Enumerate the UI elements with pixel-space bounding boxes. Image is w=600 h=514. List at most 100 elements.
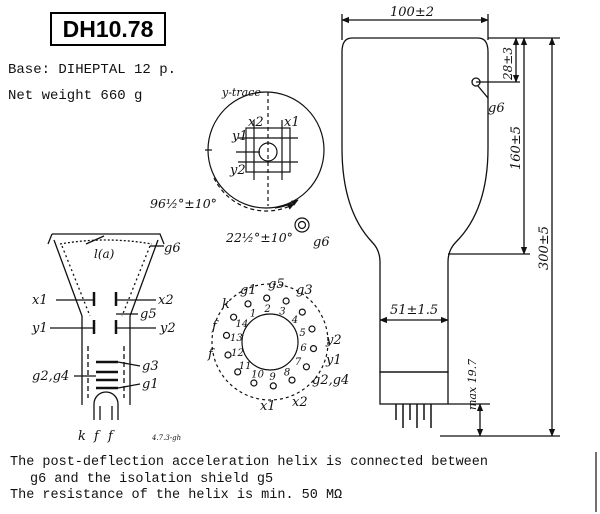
- screen-circle: [207, 91, 325, 209]
- pin-hole: [230, 313, 238, 321]
- pin-number: 13: [230, 333, 243, 344]
- gun-g1-label: g1: [142, 377, 159, 392]
- pin-number: 11: [239, 361, 252, 372]
- screen-view: y-trace: [205, 86, 325, 233]
- pin-hole: [282, 297, 290, 305]
- pin-x1-label: x1: [260, 399, 276, 414]
- pin-f-lower-label: f: [207, 347, 215, 362]
- gun-x1-label: x1: [32, 293, 48, 308]
- gun-k-label: k: [78, 429, 86, 444]
- envelope-left: [53, 239, 83, 317]
- pin-g3-label: g3: [296, 283, 313, 298]
- tube-g6-label: g6: [488, 101, 505, 116]
- y-trace-label: y-trace: [221, 86, 261, 99]
- pin-hole: [308, 325, 316, 333]
- pin-g1-label: g1: [240, 283, 257, 298]
- pin-holes: [222, 294, 318, 390]
- base-outer-circle: [211, 283, 329, 401]
- gun-helix-label: l(a): [94, 247, 115, 261]
- g6-contact-outer: [294, 217, 310, 233]
- base-spec: Base: DIHEPTAL 12 p.: [8, 62, 177, 78]
- helix-right: [121, 245, 151, 317]
- gun-f2-label: f: [107, 429, 115, 444]
- gun-y1-label: y1: [31, 321, 48, 336]
- screen-line: [47, 233, 165, 245]
- pin-number: 8: [284, 367, 290, 378]
- g3-lead: [117, 361, 141, 367]
- pin-hole: [302, 363, 310, 371]
- tube-base: [379, 371, 449, 405]
- neck-dim-label: 51±1.5: [390, 303, 438, 318]
- pin-number: 7: [295, 357, 302, 368]
- screen-x1-label: x1: [284, 115, 300, 130]
- pin-f-upper-label: f: [211, 319, 219, 334]
- tube-outline: [341, 14, 560, 437]
- pin-k-label: k: [222, 297, 230, 312]
- gun-x2-label: x2: [158, 293, 174, 308]
- screen-g6-label: g6: [313, 235, 330, 250]
- pin-hole: [263, 294, 271, 302]
- pin-hole: [288, 376, 296, 384]
- pin-number: 14: [236, 319, 249, 330]
- helix-top: [59, 239, 153, 245]
- gun-y2-label: y2: [159, 321, 176, 336]
- g6-contact: [471, 77, 481, 87]
- screen-y1-label: y1: [231, 129, 248, 144]
- pin-number: 2: [263, 304, 270, 315]
- g6-contact-inner: [297, 220, 307, 230]
- note-line-3: The resistance of the helix is min. 50 M…: [10, 488, 343, 503]
- note-line-2: g6 and the isolation shield g5: [30, 472, 274, 487]
- angle-arc-2: [274, 199, 299, 209]
- pin-hole: [222, 331, 231, 339]
- g1-lead: [117, 383, 141, 389]
- pin-number: 1: [250, 309, 256, 320]
- pin-g5-label: g5: [268, 277, 285, 292]
- screen-x2-label: x2: [248, 115, 264, 130]
- g6-dim-label: 28±3: [501, 47, 515, 81]
- pin-number: 10: [251, 370, 264, 381]
- envelope-right: [129, 239, 159, 317]
- electron-gun-schematic: [47, 233, 165, 420]
- pin-number: 6: [300, 343, 307, 354]
- gun-f1-label: f: [93, 429, 101, 444]
- tube-type-title: DH10.78: [50, 12, 166, 46]
- cathode: [93, 391, 119, 420]
- pin-hole: [298, 308, 306, 316]
- gun-drawing-number: 4.7.3-gh: [151, 434, 181, 442]
- total-dim-label: 300±5: [537, 226, 552, 270]
- gun-g2g4-label: g2,g4: [32, 369, 69, 384]
- width-dim-label: 100±2: [390, 5, 434, 20]
- pin-number: 3: [279, 306, 285, 317]
- pin-number: 9: [269, 372, 276, 383]
- g6-leader: [477, 85, 489, 99]
- helix-left: [61, 245, 91, 317]
- pin-y1-label: y1: [325, 353, 342, 368]
- base-inner-circle: [241, 313, 299, 371]
- base-pin-diagram: [211, 283, 329, 401]
- pin-g2g4-label: g2,g4: [312, 373, 349, 388]
- pin-hole: [234, 368, 242, 376]
- pin-x2-label: x2: [292, 395, 308, 410]
- screen-y2-label: y2: [229, 163, 246, 178]
- base-pins: [395, 404, 432, 428]
- pin-y2-label: y2: [325, 333, 342, 348]
- pin-number: 4: [291, 315, 298, 326]
- helix-pointer: [85, 235, 105, 245]
- pin-hole: [224, 351, 232, 359]
- weight-spec: Net weight 660 g: [8, 88, 143, 104]
- pin-hole: [250, 379, 258, 387]
- gun-g3-label: g3: [142, 359, 159, 374]
- pin-number: 5: [299, 328, 305, 339]
- angle-label-2: 22½°±10°: [225, 230, 293, 245]
- tube-envelope: [341, 37, 489, 373]
- gun-g5-label: g5: [140, 307, 157, 322]
- bulb-dim-label: 160±5: [509, 126, 524, 170]
- pin-hole: [309, 345, 318, 353]
- deflection-box: [245, 127, 291, 173]
- pin-number: 12: [231, 348, 244, 359]
- pin-hole: [244, 300, 252, 308]
- base-dim-label: max 19.7: [466, 359, 479, 410]
